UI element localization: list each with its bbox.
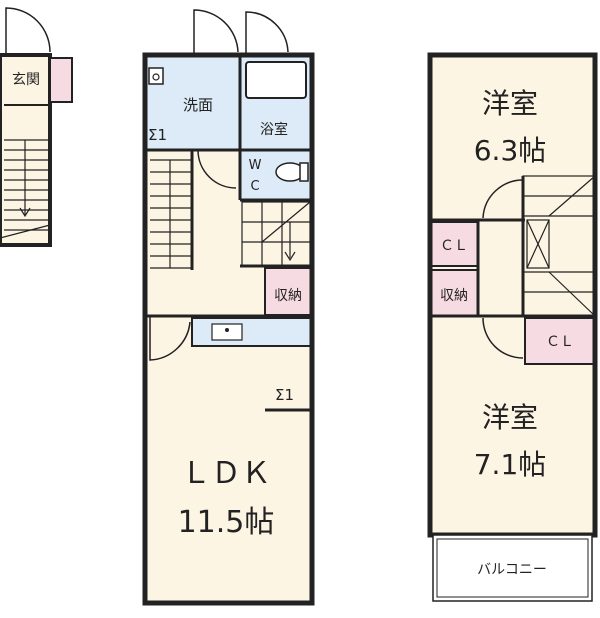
- western-room-a-size: 6.3帖: [474, 134, 547, 167]
- wc-label-line1: W: [249, 158, 262, 173]
- washroom-label: 洗面: [183, 96, 213, 114]
- western-room-b-name: 洋室: [482, 401, 538, 434]
- wc-label-line2: C: [250, 179, 259, 194]
- entrance-label: 玄関: [12, 71, 40, 88]
- first-floor: [142, 9, 315, 606]
- ldk-name-label: ＬＤＫ: [181, 456, 271, 491]
- closet-a-label: ＣＬ: [440, 238, 468, 254]
- storage-1f-label: 収納: [274, 288, 302, 304]
- entrance-area: [0, 7, 73, 247]
- western-room-a-name: 洋室: [482, 87, 538, 120]
- closet-b-label: ＣＬ: [546, 334, 574, 350]
- storage-2f-label: 収納: [440, 288, 468, 304]
- second-floor: [427, 52, 598, 602]
- sigma-marker-wash: Σ1: [148, 126, 167, 144]
- bathroom-label: 浴室: [260, 121, 288, 138]
- balcony-label: バルコニー: [477, 562, 547, 578]
- western-room-b-size: 7.1帖: [474, 448, 547, 481]
- sigma-marker-ldk: Σ1: [275, 386, 294, 404]
- ldk-size-label: 11.5帖: [178, 505, 275, 540]
